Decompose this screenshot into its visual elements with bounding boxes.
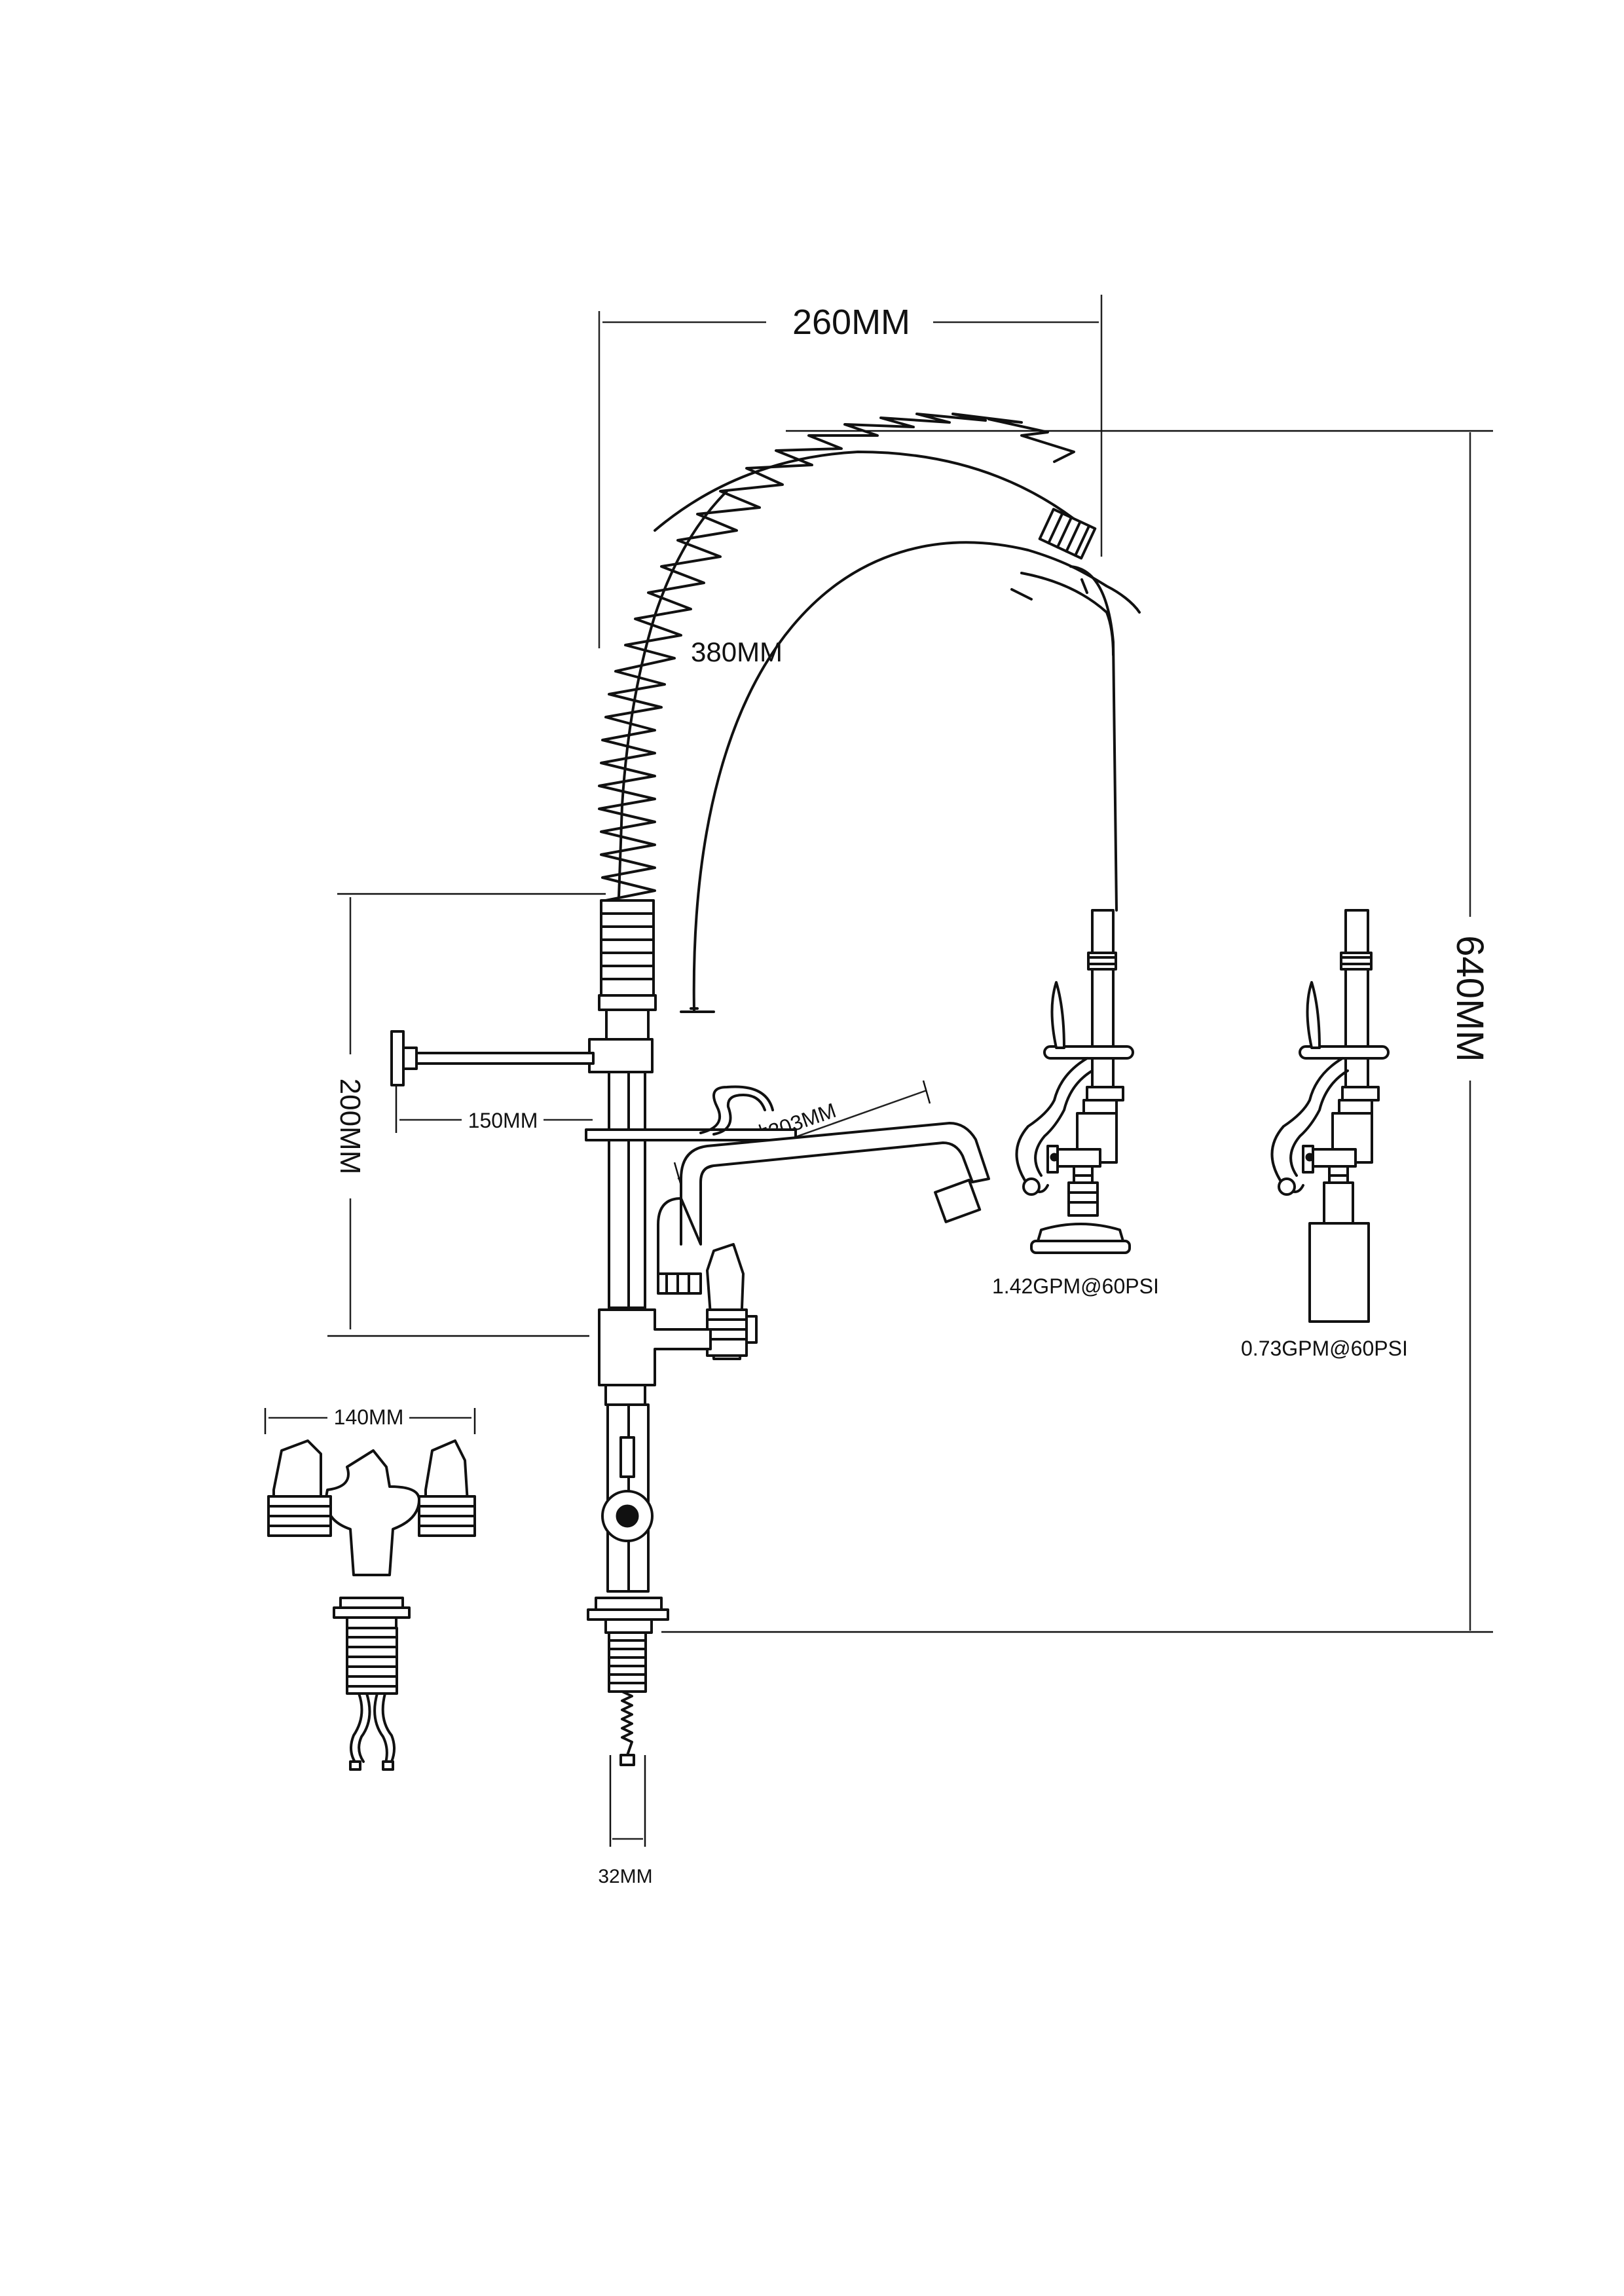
dim-reach-150-label: 150MM — [468, 1109, 538, 1132]
wall-bracket — [390, 1030, 595, 1086]
flexible-hose — [680, 541, 1141, 1013]
dim-shank-32-label: 32MM — [598, 1866, 652, 1887]
mixing-valve — [598, 1308, 712, 1406]
spray-valve-1-flow-label: 1.42GPM@60PSI — [992, 1274, 1159, 1298]
threaded-shank — [608, 1631, 647, 1766]
pre-rinse-handle — [706, 1243, 758, 1360]
dim-height-640-label: 640MM — [1449, 935, 1491, 1062]
lower-column — [587, 1403, 669, 1634]
dim-hose-380-label: 380MM — [691, 637, 783, 667]
spring-coil — [598, 413, 1097, 902]
dimension-lines — [264, 295, 1493, 1847]
spray-valve-1 — [1015, 909, 1134, 1254]
faucet-body — [390, 899, 990, 1766]
spout — [657, 1122, 990, 1295]
spray-valve-2-flow-label: 0.73GPM@60PSI — [1241, 1337, 1408, 1360]
dim-width-260-label: 260MM — [792, 303, 910, 342]
dim-height-200-label: 200MM — [334, 1079, 366, 1175]
spray-valve-2 — [1270, 909, 1390, 1323]
spray-holder-hook — [585, 1085, 797, 1141]
hose-end-nut — [1038, 508, 1097, 560]
deck-mixer-base — [267, 1439, 476, 1771]
dim-base-140-label: 140MM — [334, 1405, 404, 1429]
